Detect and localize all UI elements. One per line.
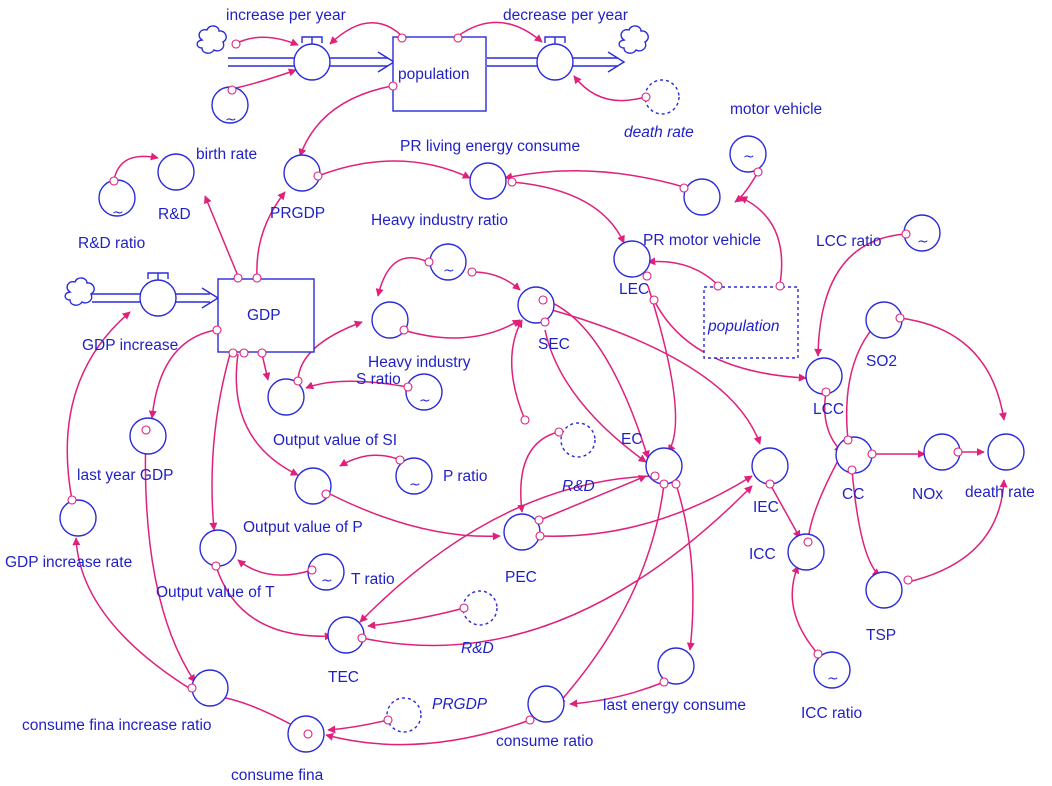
label-s-ratio: S ratio [356,371,401,388]
svg-text:~: ~ [917,234,929,250]
label-prgdp: PRGDP [270,205,325,222]
population-shadow-stock [703,286,799,359]
cloud-icon [64,277,95,306]
label-last-year-gdp: last year GDP [77,467,173,484]
label-lcc: LCC [813,401,844,418]
label-birth-rate: birth rate [196,146,257,163]
label-iec: IEC [753,499,779,516]
cloud-icon [618,25,649,54]
svg-text:~: ~ [409,477,421,493]
svg-text:~: ~ [443,263,455,279]
label-output-value-p: Output value of P [243,519,363,536]
svg-text:~: ~ [225,112,237,128]
svg-text:~: ~ [827,671,839,687]
tilde-icon: ~ ~ ~ ~ ~ ~ ~ ~ ~ [112,112,929,687]
label-population-shadow: population [707,318,780,335]
label-consume-fina: consume fina [231,767,324,784]
label-icc: ICC [749,546,776,563]
label-ec: EC [621,431,643,448]
label-icc-ratio: ICC ratio [801,705,862,722]
label-population: population [398,66,470,83]
label-last-energy-consume: last energy consume [603,697,746,714]
label-sec: SEC [538,336,570,353]
label-gdp-increase-rate: GDP increase rate [5,554,132,571]
valve-icon [536,36,574,81]
labels: increase per year decrease per year popu… [5,7,1035,784]
label-consume-ratio: consume ratio [496,733,593,750]
label-death-rate: death rate [965,484,1035,501]
label-nox: NOx [912,486,943,503]
label-gdp: GDP [247,307,281,324]
label-pec: PEC [505,569,537,586]
population-stock [392,36,487,112]
label-heavy-industry-ratio: Heavy industry ratio [371,212,508,229]
label-death-rate-shadow: death rate [624,124,694,141]
label-t-ratio: T ratio [351,571,395,588]
label-r-and-d-shadow-2: R&D [461,640,494,657]
label-motor-vehicle: motor vehicle [730,101,822,118]
svg-text:~: ~ [419,393,431,409]
valve-icon [293,36,331,81]
label-p-ratio: P ratio [443,468,488,485]
label-gdp-increase: GDP increase [82,337,178,354]
label-r-and-d-shadow-1: R&D [562,478,595,495]
label-output-value-si: Output value of SI [273,432,397,449]
svg-text:~: ~ [321,573,333,589]
link-endpoints [67,33,963,739]
label-output-value-t: Output value of T [156,584,275,601]
label-so2: SO2 [866,353,897,370]
label-pr-motor-vehicle: PR motor vehicle [643,232,761,249]
label-pr-living-energy: PR living energy consume [400,138,580,155]
label-r-and-d-ratio: R&D ratio [78,235,145,252]
label-heavy-industry: Heavy industry [368,354,471,371]
label-lec: LEC [619,281,649,298]
svg-text:~: ~ [743,149,755,165]
label-lcc-ratio: LCC ratio [816,233,881,250]
valve-icon [139,272,177,317]
label-r-and-d: R&D [158,206,191,223]
label-increase-per-year: increase per year [226,7,346,24]
label-tsp: TSP [866,627,896,644]
svg-text:~: ~ [112,205,124,221]
label-tec: TEC [328,669,359,686]
cloud-icon [196,25,227,54]
label-consume-fina-increase-ratio: consume fina increase ratio [22,717,212,734]
label-cc: CC [842,486,864,503]
auxiliary-nodes [59,79,1025,753]
label-decrease-per-year: decrease per year [503,7,628,24]
causal-links [66,21,1008,746]
label-prgdp-shadow: PRGDP [432,696,488,713]
